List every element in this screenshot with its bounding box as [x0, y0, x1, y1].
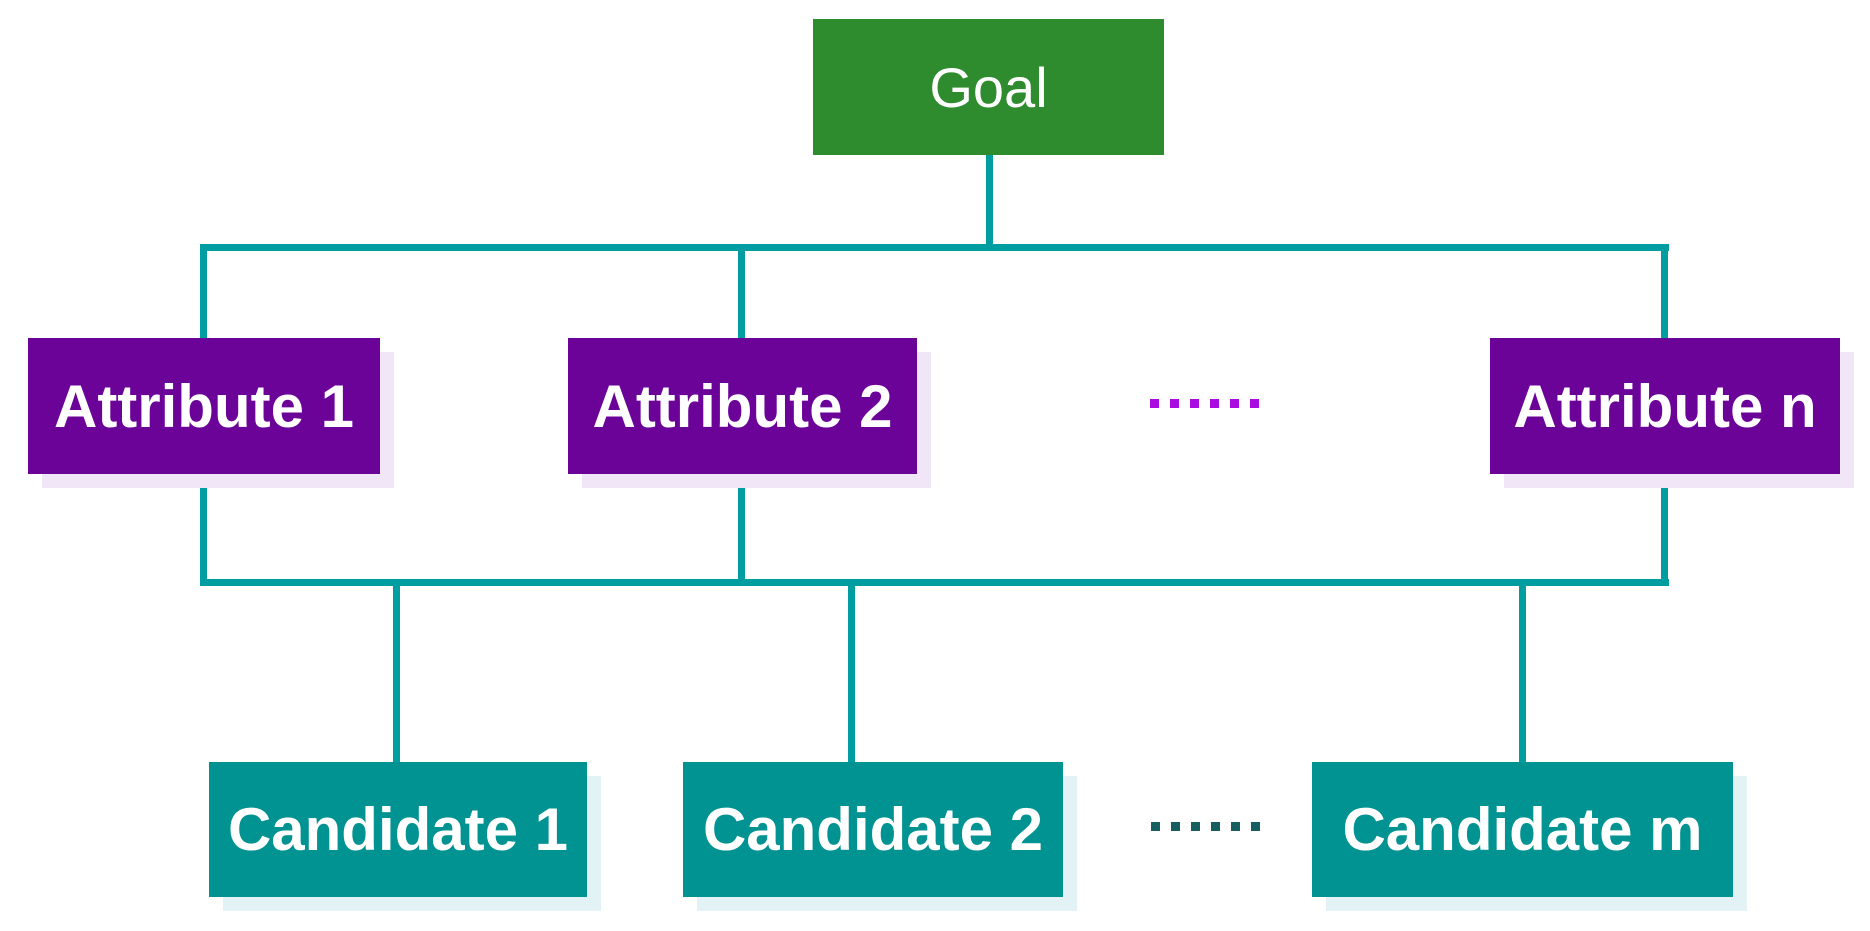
candidate-2-label: Candidate 2 — [702, 796, 1044, 863]
attribute-n-label: Attribute n — [1513, 372, 1817, 440]
ellipsis-dot — [1251, 822, 1260, 831]
ellipsis-dot — [1210, 399, 1219, 408]
attributes-ellipsis-dots — [1150, 399, 1259, 408]
ellipsis-dot — [1190, 399, 1199, 408]
candidate-1-node: Candidate 1 — [209, 762, 587, 897]
ellipsis-dot — [1230, 399, 1239, 408]
goal-label: Goal — [929, 55, 1048, 119]
candidate-1-label: Candidate 1 — [227, 796, 569, 863]
ellipsis-dot — [1170, 399, 1179, 408]
ellipsis-dot — [1211, 822, 1220, 831]
ellipsis-dot — [1191, 822, 1200, 831]
candidate-1-connector-line — [393, 579, 400, 762]
attribute-1-label: Attribute 1 — [54, 372, 354, 440]
candidate-m-connector-line — [1519, 579, 1526, 762]
attribute-2-node: Attribute 2 — [568, 338, 917, 474]
goal-connector-line — [986, 155, 993, 251]
ellipsis-dot — [1150, 399, 1159, 408]
attribute-1-node: Attribute 1 — [28, 338, 380, 474]
candidate-m-node: Candidate m — [1312, 762, 1733, 897]
candidate-2-node: Candidate 2 — [683, 762, 1063, 897]
level1-bus-line — [200, 244, 1669, 251]
candidates-ellipsis-dots — [1151, 822, 1260, 831]
attribute-n-node: Attribute n — [1490, 338, 1840, 474]
ellipsis-dot — [1171, 822, 1180, 831]
ellipsis-dot — [1250, 399, 1259, 408]
ellipsis-dot — [1231, 822, 1240, 831]
candidate-m-label: Candidate m — [1342, 796, 1703, 863]
level2-bus-line — [200, 579, 1669, 586]
goal-node: Goal — [813, 19, 1164, 155]
ellipsis-dot — [1151, 822, 1160, 831]
candidate-2-connector-line — [848, 579, 855, 762]
attribute-2-label: Attribute 2 — [592, 372, 893, 440]
